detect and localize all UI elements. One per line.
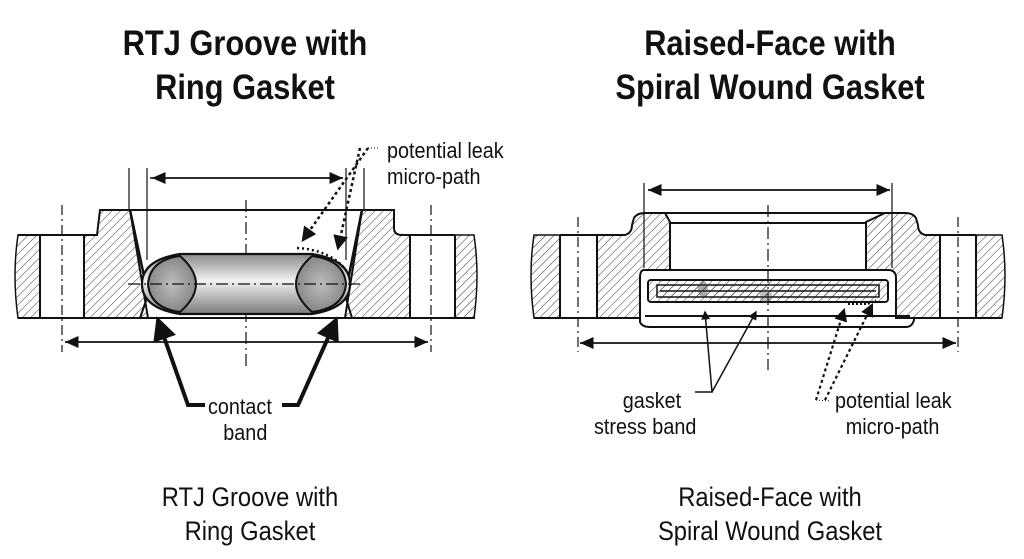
right-title: Raised-Face with Spiral Wound Gasket — [585, 22, 955, 110]
left-caption: RTJ Groove with Ring Gasket — [118, 480, 382, 548]
rf-right-hub — [865, 212, 941, 319]
right-caption: Raised-Face with Spiral Wound Gasket — [620, 480, 919, 548]
right-caption-line1: Raised-Face with — [678, 482, 862, 512]
rtj-contact-arrows — [153, 316, 339, 407]
rtj-left-hub — [83, 209, 150, 319]
right-caption-line2: Spiral Wound Gasket — [657, 516, 883, 546]
rf-leak-path — [814, 299, 877, 402]
rtj-leak-label: potential leak micro-path — [387, 138, 504, 190]
right-title-line2: Spiral Wound Gasket — [615, 68, 925, 107]
left-title: RTJ Groove with Ring Gasket — [100, 22, 390, 110]
rf-left-hub — [596, 212, 671, 319]
rtj-left-flange-outer — [14, 234, 41, 319]
rtj-contact-label: contact band — [208, 394, 272, 446]
rtj-ring-gasket — [128, 252, 362, 316]
left-title-line1: RTJ Groove with — [122, 24, 368, 63]
rf-flange-section — [530, 183, 1006, 370]
rf-leak-label: potential leak micro-path — [835, 388, 952, 440]
rf-leak-label-line2: micro-path — [845, 414, 940, 439]
rf-leak-label-line1: potential leak — [835, 388, 952, 413]
right-title-line1: Raised-Face with — [644, 24, 896, 63]
spiral-wound-gasket — [647, 279, 889, 303]
rtj-right-flange-outer — [454, 234, 478, 319]
rf-stress-label-line2: stress band — [594, 414, 697, 439]
rf-stress-label-line1: gasket — [622, 388, 682, 413]
left-title-line2: Ring Gasket — [155, 68, 335, 107]
rtj-contact-label-line2: band — [223, 420, 268, 445]
rf-right-flange-outer — [975, 234, 1006, 319]
rtj-flange-section — [14, 168, 478, 370]
rf-stress-label: gasket stress band — [594, 388, 696, 440]
rf-left-flange-outer — [530, 234, 561, 319]
rf-stress-arrows — [695, 310, 757, 393]
rtj-leak-label-line2: micro-path — [387, 164, 481, 189]
rtj-leak-label-line1: potential leak — [387, 138, 504, 163]
left-caption-line2: Ring Gasket — [184, 516, 316, 546]
rtj-right-hub — [343, 209, 411, 319]
rtj-contact-label-line1: contact — [208, 394, 272, 419]
rtj-leak-path — [296, 147, 380, 271]
left-caption-line1: RTJ Groove with — [161, 482, 339, 512]
